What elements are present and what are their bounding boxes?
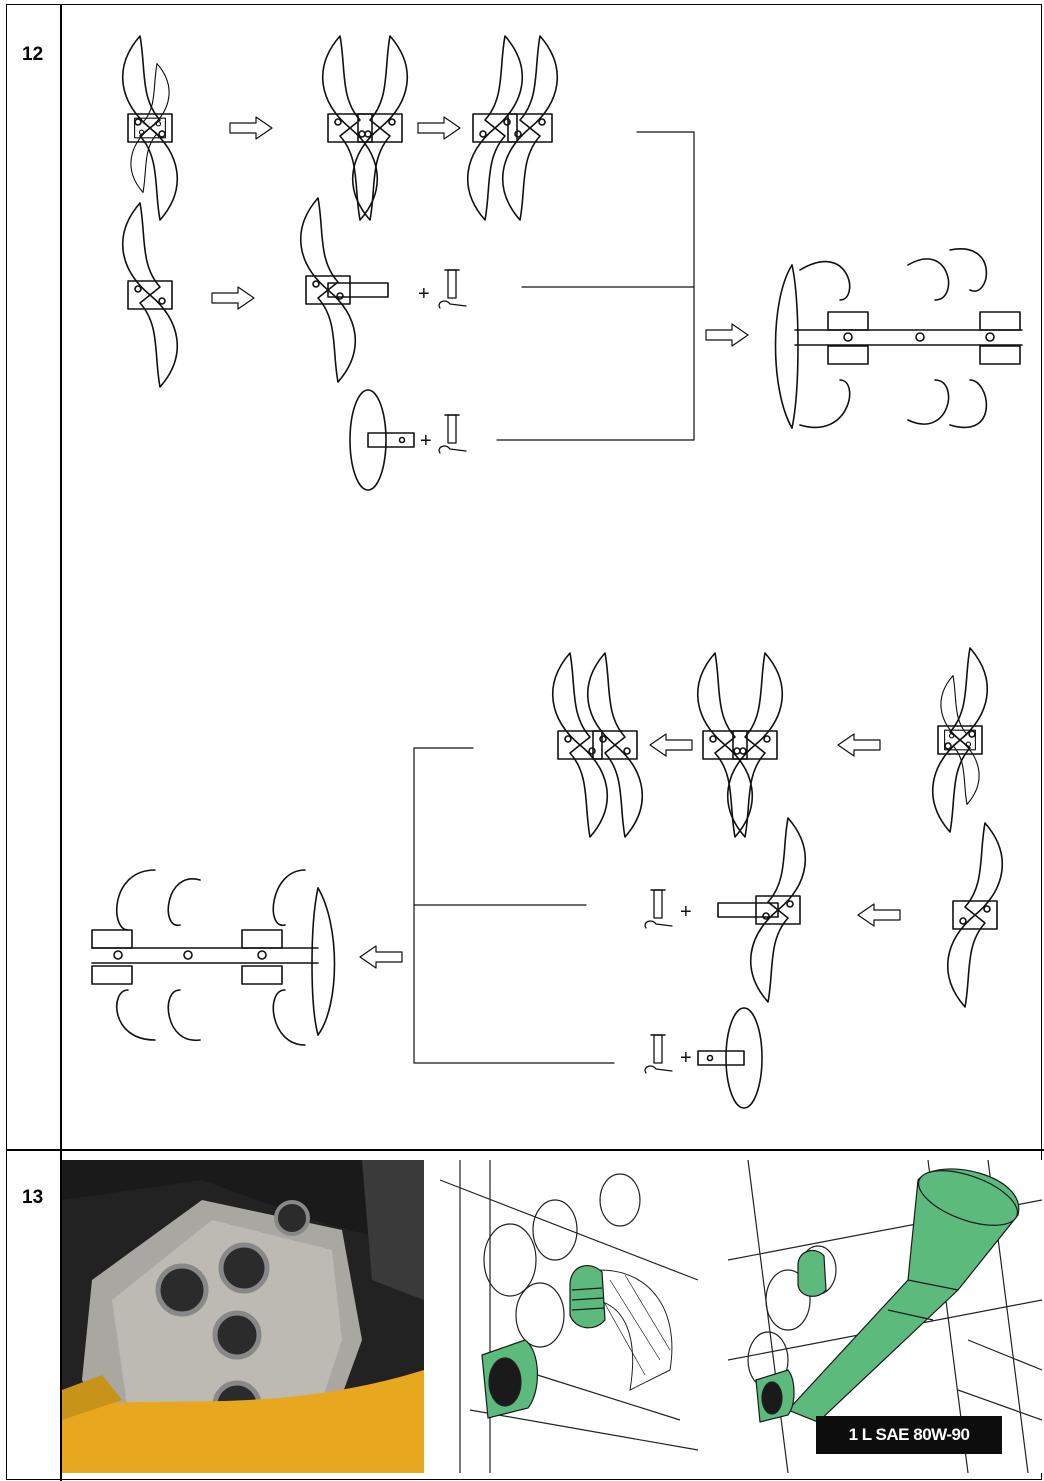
step-number-12: 12 bbox=[22, 44, 43, 66]
tine-assembly-icon bbox=[553, 653, 643, 837]
arrow-right-icon bbox=[706, 324, 748, 346]
disc-icon bbox=[698, 1008, 762, 1108]
row-divider bbox=[6, 1149, 1044, 1151]
tine-assembly-icon bbox=[698, 653, 783, 837]
plug-icon bbox=[798, 1250, 826, 1296]
tine-assembly-icon bbox=[933, 648, 988, 832]
svg-text:+: + bbox=[680, 1047, 692, 1069]
tine-assembly-icon bbox=[468, 36, 558, 220]
pin-icon bbox=[439, 270, 466, 308]
arrow-left-icon bbox=[650, 734, 692, 756]
arrow-right-icon bbox=[418, 117, 460, 139]
arrow-left-icon bbox=[360, 946, 402, 968]
svg-text:+: + bbox=[420, 430, 432, 452]
tine-assembly-icon bbox=[123, 203, 178, 387]
oil-filling-illustration: 1 L SAE 80W-90 bbox=[728, 1160, 1042, 1473]
plug-icon bbox=[570, 1266, 605, 1328]
filler-plug-icon bbox=[756, 1370, 794, 1422]
svg-text:+: + bbox=[680, 901, 692, 923]
pin-icon bbox=[645, 890, 672, 928]
arrow-right-icon bbox=[212, 287, 254, 309]
tine-assembly-icon bbox=[948, 823, 1003, 1007]
svg-text:+: + bbox=[418, 283, 430, 305]
step-number-13: 13 bbox=[22, 1187, 43, 1209]
arrow-left-icon bbox=[858, 904, 900, 926]
pin-icon bbox=[439, 415, 466, 453]
assembled-tiller-icon bbox=[92, 870, 335, 1045]
tine-assembly-icon bbox=[301, 198, 388, 382]
gearbox-plugs-illustration bbox=[430, 1160, 708, 1473]
filler-plug-icon bbox=[482, 1340, 537, 1418]
tine-assembly-diagram: + + + + bbox=[62, 6, 1042, 1148]
assembled-tiller-icon bbox=[776, 249, 1023, 428]
oil-spec-label: 1 L SAE 80W-90 bbox=[816, 1416, 1002, 1454]
tine-assembly-icon bbox=[323, 36, 408, 220]
arrow-right-icon bbox=[230, 117, 272, 139]
pin-icon bbox=[645, 1035, 672, 1073]
disc-icon bbox=[350, 390, 414, 490]
tine-assembly-icon bbox=[718, 818, 805, 1002]
arrow-left-icon bbox=[838, 734, 880, 756]
tine-assembly-icon bbox=[123, 36, 178, 220]
gearbox-photo bbox=[62, 1160, 424, 1473]
